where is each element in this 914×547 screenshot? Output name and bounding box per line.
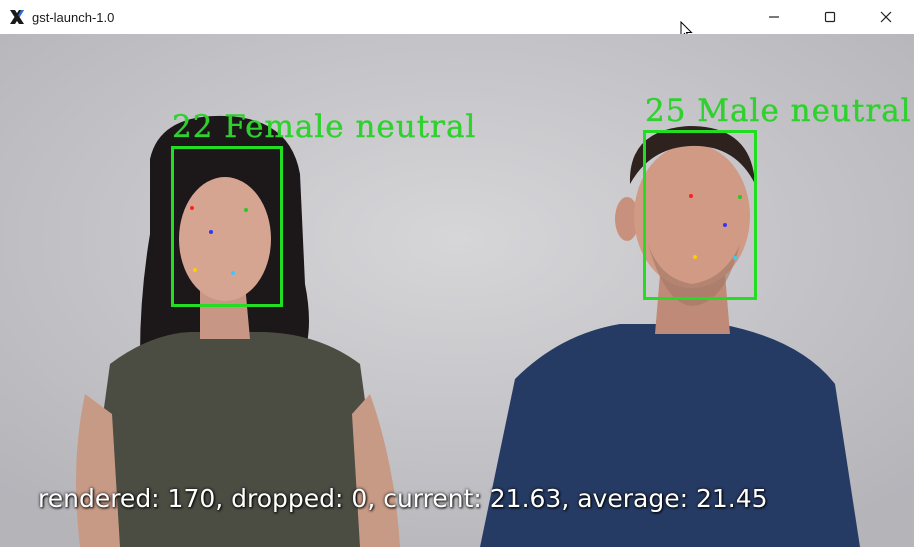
close-icon xyxy=(880,11,892,23)
close-button[interactable] xyxy=(858,0,914,34)
landmark-eye-left xyxy=(190,206,194,210)
detection-label: 22 Female neutral xyxy=(172,109,477,145)
window-controls xyxy=(746,0,914,34)
minimize-button[interactable] xyxy=(746,0,802,34)
face-bounding-box xyxy=(643,130,757,300)
landmark-mouth-left xyxy=(193,268,197,272)
x-app-icon xyxy=(8,8,26,26)
person-man xyxy=(480,126,860,547)
landmark-mouth-right xyxy=(733,256,737,260)
landmark-mouth-right xyxy=(231,271,235,275)
landmark-nose xyxy=(209,230,213,234)
video-frame: 22 Female neutral 25 Male neutral render… xyxy=(0,34,914,547)
maximize-button[interactable] xyxy=(802,0,858,34)
minimize-icon xyxy=(769,16,779,18)
landmark-eye-right xyxy=(738,195,742,199)
window-title: gst-launch-1.0 xyxy=(32,9,115,25)
landmark-nose xyxy=(723,223,727,227)
landmark-eye-right xyxy=(244,208,248,212)
video-scene xyxy=(0,34,914,547)
detection-label: 25 Male neutral xyxy=(645,93,912,129)
person-woman xyxy=(76,115,400,547)
fps-stats-overlay: rendered: 170, dropped: 0, current: 21.6… xyxy=(38,484,768,513)
maximize-icon xyxy=(824,11,836,23)
title-bar[interactable]: gst-launch-1.0 xyxy=(0,0,914,40)
landmark-eye-left xyxy=(689,194,693,198)
face-bounding-box xyxy=(171,146,283,307)
landmark-mouth-left xyxy=(693,255,697,259)
